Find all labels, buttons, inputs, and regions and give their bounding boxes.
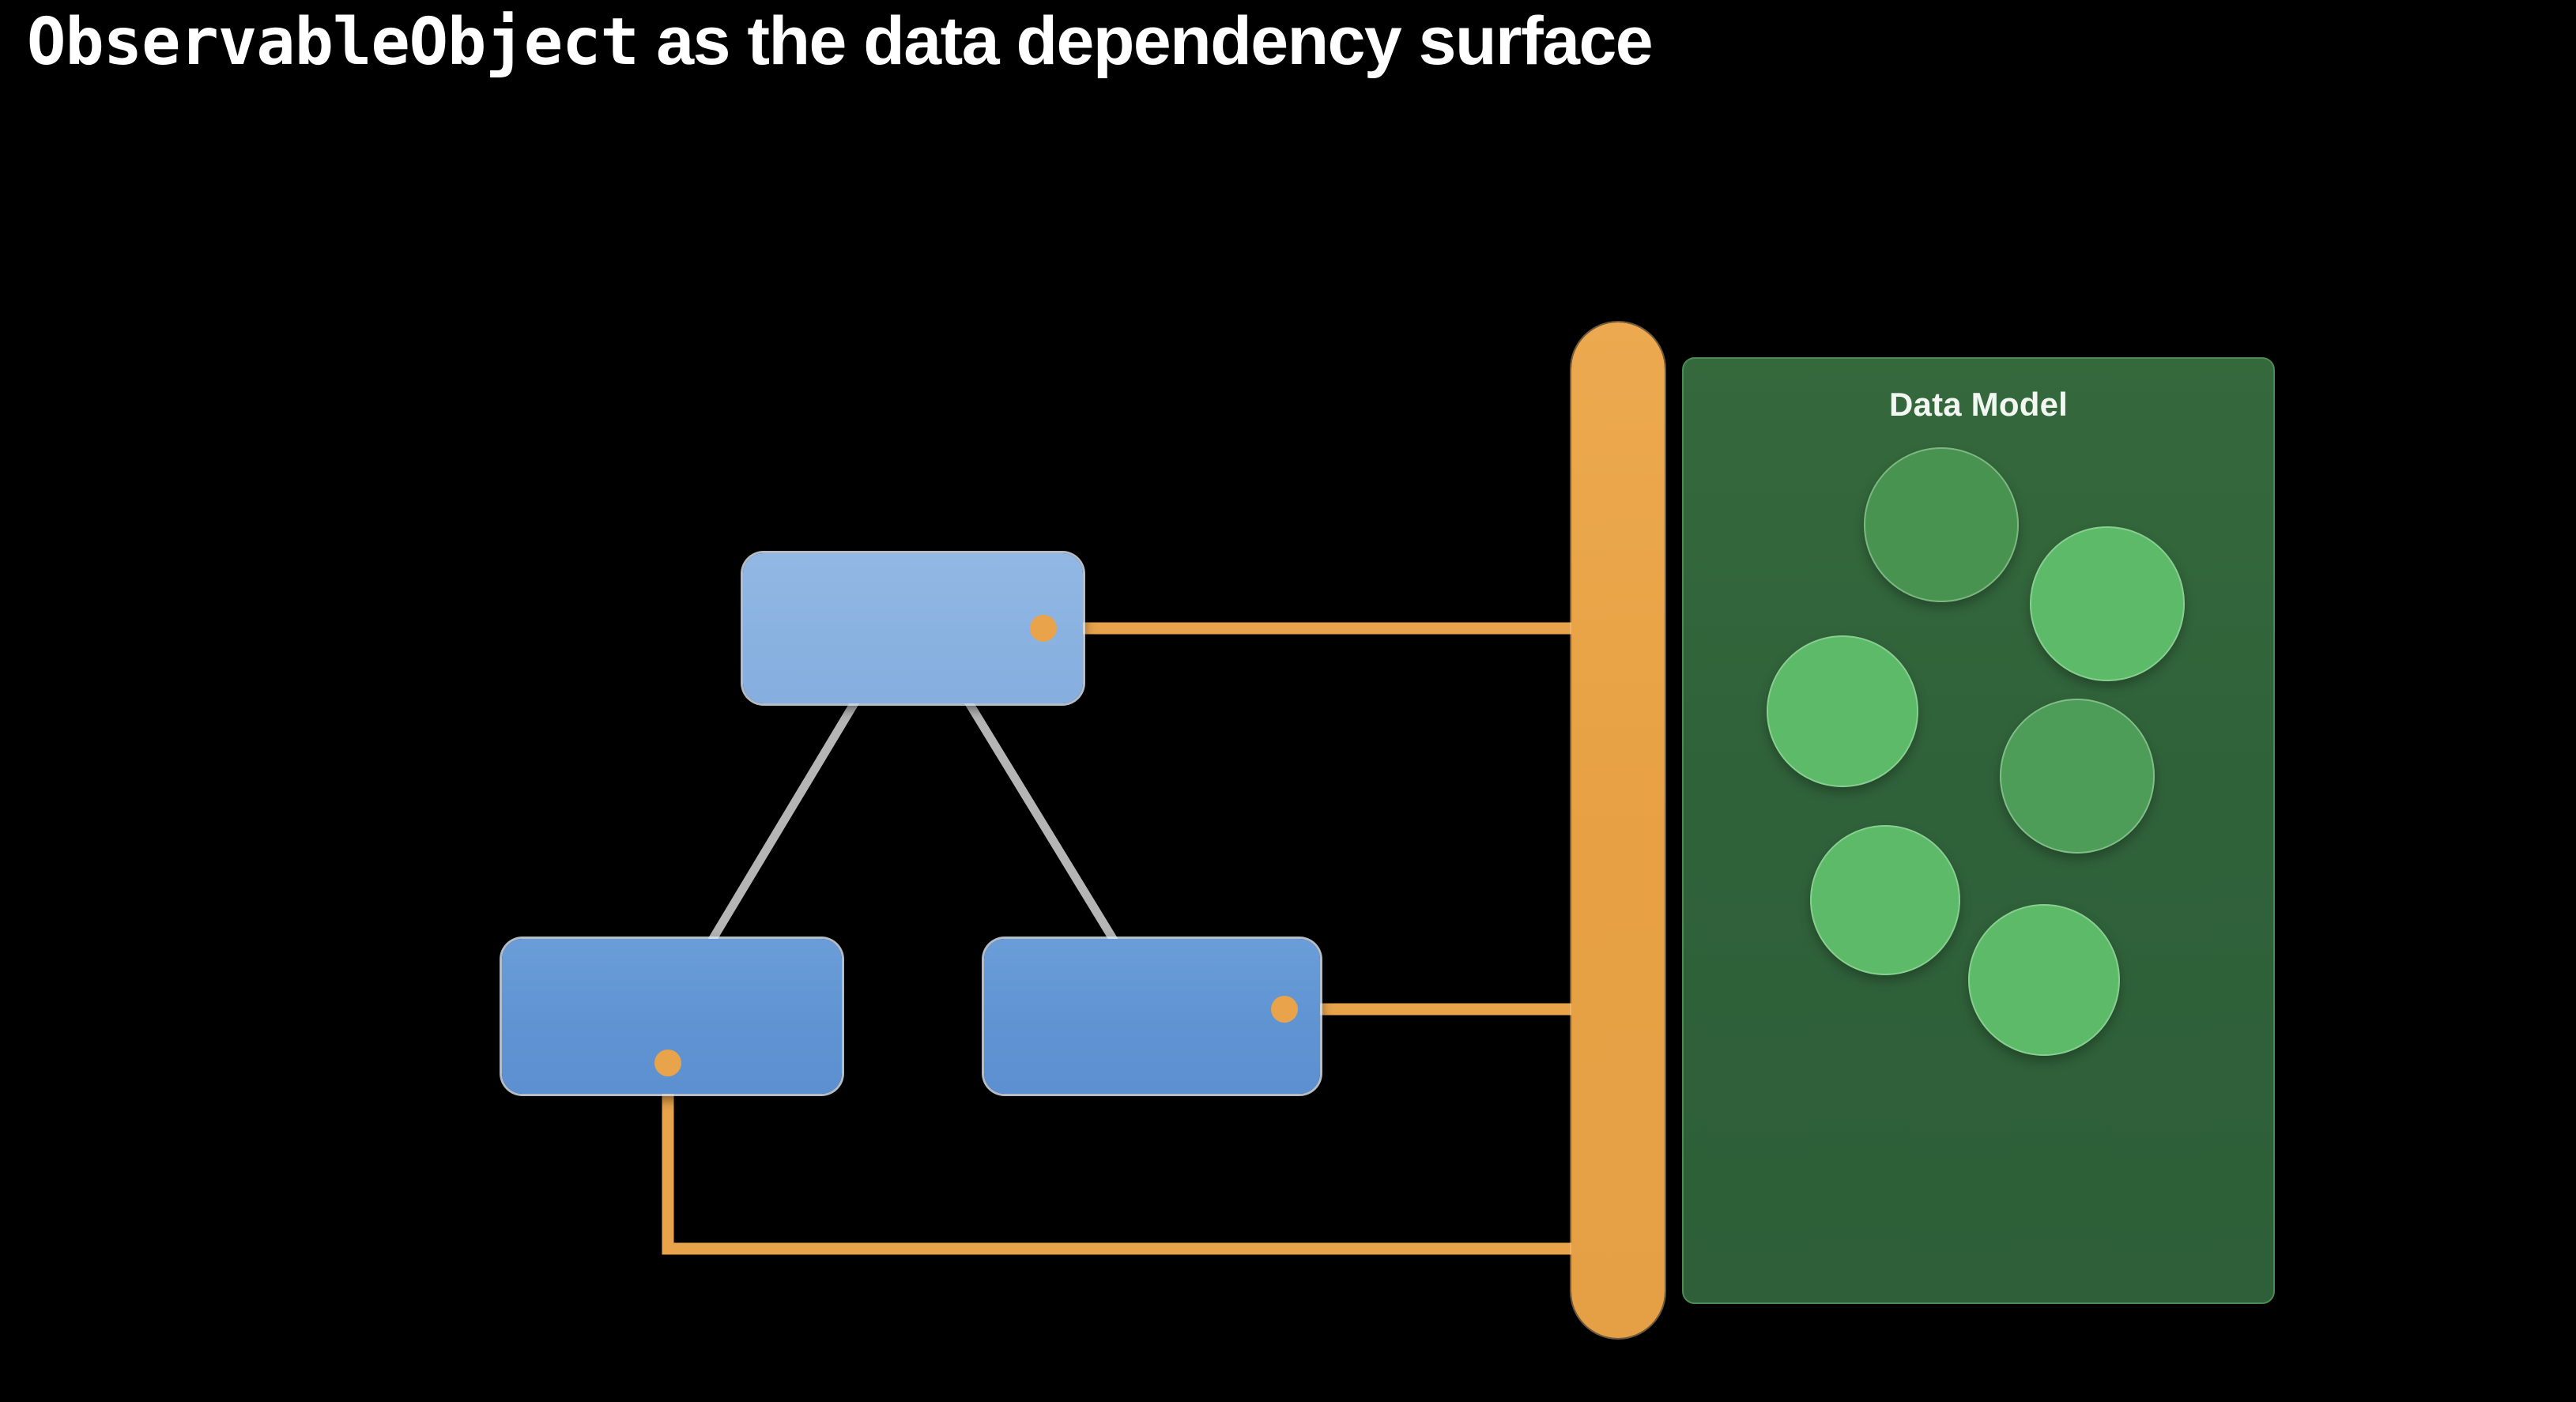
observable-dot-left-child[interactable] (654, 1050, 681, 1076)
view-node-child-right[interactable] (984, 939, 1320, 1094)
data-model-panel[interactable]: Data Model (1682, 357, 2275, 1304)
hierarchy-edge-root-to-right-child (964, 697, 1122, 950)
view-node-root[interactable] (743, 553, 1083, 703)
page-title-monospace-part: ObservableObject (27, 5, 639, 80)
observable-dot-right-child[interactable] (1271, 996, 1298, 1023)
data-model-blob[interactable] (1767, 635, 1918, 787)
page-title-sans-part: as the data dependency surface (638, 3, 1653, 79)
data-model-blob[interactable] (2030, 526, 2185, 681)
data-model-blob[interactable] (1810, 825, 1960, 975)
hierarchy-edge-root-to-left-child (704, 697, 860, 950)
observable-dot-root[interactable] (1030, 615, 1057, 642)
data-model-blob[interactable] (1968, 904, 2120, 1056)
page-title: ObservableObject as the data dependency … (27, 2, 1654, 82)
data-model-title: Data Model (1888, 386, 2069, 423)
data-model-blob[interactable] (1864, 447, 2019, 602)
observable-object-spine[interactable] (1571, 322, 1665, 1338)
data-model-blob[interactable] (2000, 699, 2155, 854)
